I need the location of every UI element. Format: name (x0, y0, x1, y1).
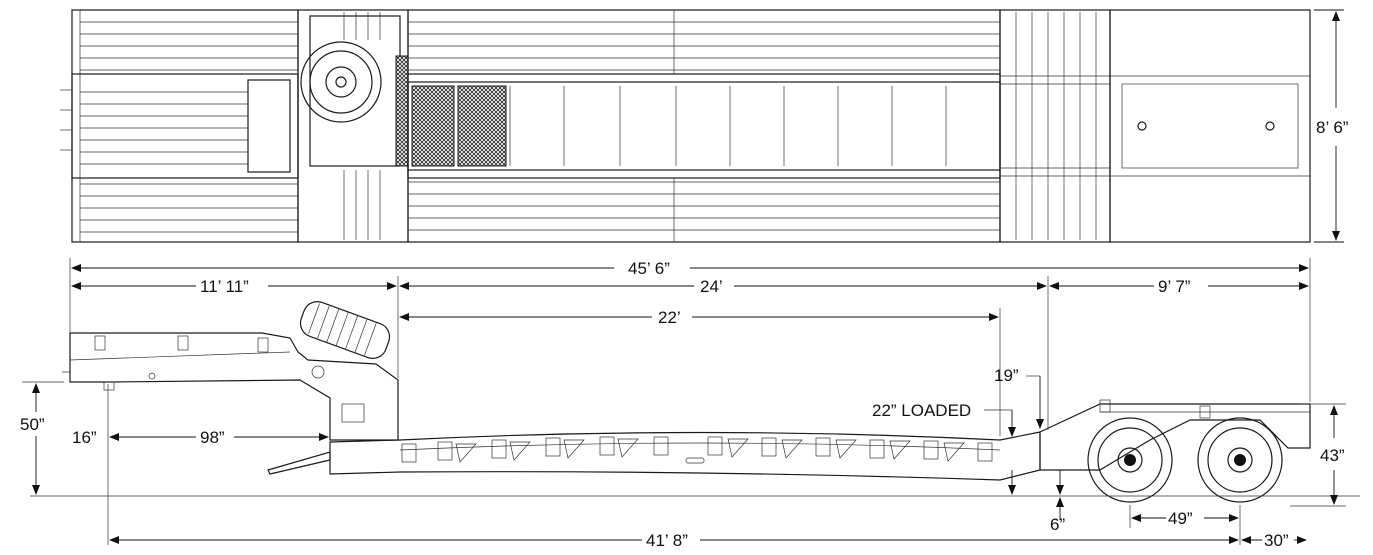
well-length-label: 22’ (658, 308, 681, 327)
deck-section-label: 24’ (700, 277, 723, 296)
plan-view: 8’ 6” (60, 9, 1349, 243)
plan-neck-section (297, 9, 409, 243)
kingpin-setback-label: 16” (72, 428, 97, 447)
side-gooseneck (69, 332, 399, 441)
rear-wheel-back (1197, 417, 1283, 503)
swing-radius-label: 98” (200, 428, 225, 447)
rear-wheel-front (1087, 417, 1173, 503)
plan-mesh-panel (411, 85, 455, 167)
spare-tire-side (299, 301, 391, 359)
side-well-beam (329, 431, 1041, 481)
side-view: 45’ 6” 11’ 11” 24’ 9’ 7” 22’ 50” 16” 98”… (20, 258, 1360, 550)
plan-gooseneck-deck (71, 9, 299, 243)
plan-axle-section (999, 9, 1111, 243)
fifth-wheel-height-label: 50” (20, 415, 45, 434)
plan-kingpin-plate (247, 79, 291, 173)
rear-overhang-label: 30” (1264, 531, 1289, 550)
plan-crossmembers (509, 86, 947, 166)
side-crossmember-pockets (401, 436, 993, 464)
rear-section-label: 9’ 7” (1158, 277, 1191, 296)
spare-tire-plan (300, 41, 382, 123)
plan-mesh-panel (457, 85, 507, 167)
rear-deck-height-label: 43” (1320, 446, 1345, 465)
gooseneck-length-label: 11’ 11” (200, 277, 249, 296)
overall-length-label: 45’ 6” (628, 259, 670, 278)
loaded-height-label: 22” LOADED (872, 401, 971, 420)
plan-rear-deck (1109, 9, 1311, 243)
side-rear-frame (1039, 403, 1311, 471)
plan-gooseneck-boards (79, 10, 298, 242)
plan-well-boards (408, 10, 1000, 242)
deck-height-label: 19” (994, 366, 1019, 385)
axle-spread-label: 49” (1168, 509, 1193, 528)
kingpin-to-axle-label: 41’ 8” (646, 531, 688, 550)
ground-clearance-label: 6” (1050, 515, 1065, 534)
plan-width-label: 8’ 6” (1316, 118, 1349, 137)
